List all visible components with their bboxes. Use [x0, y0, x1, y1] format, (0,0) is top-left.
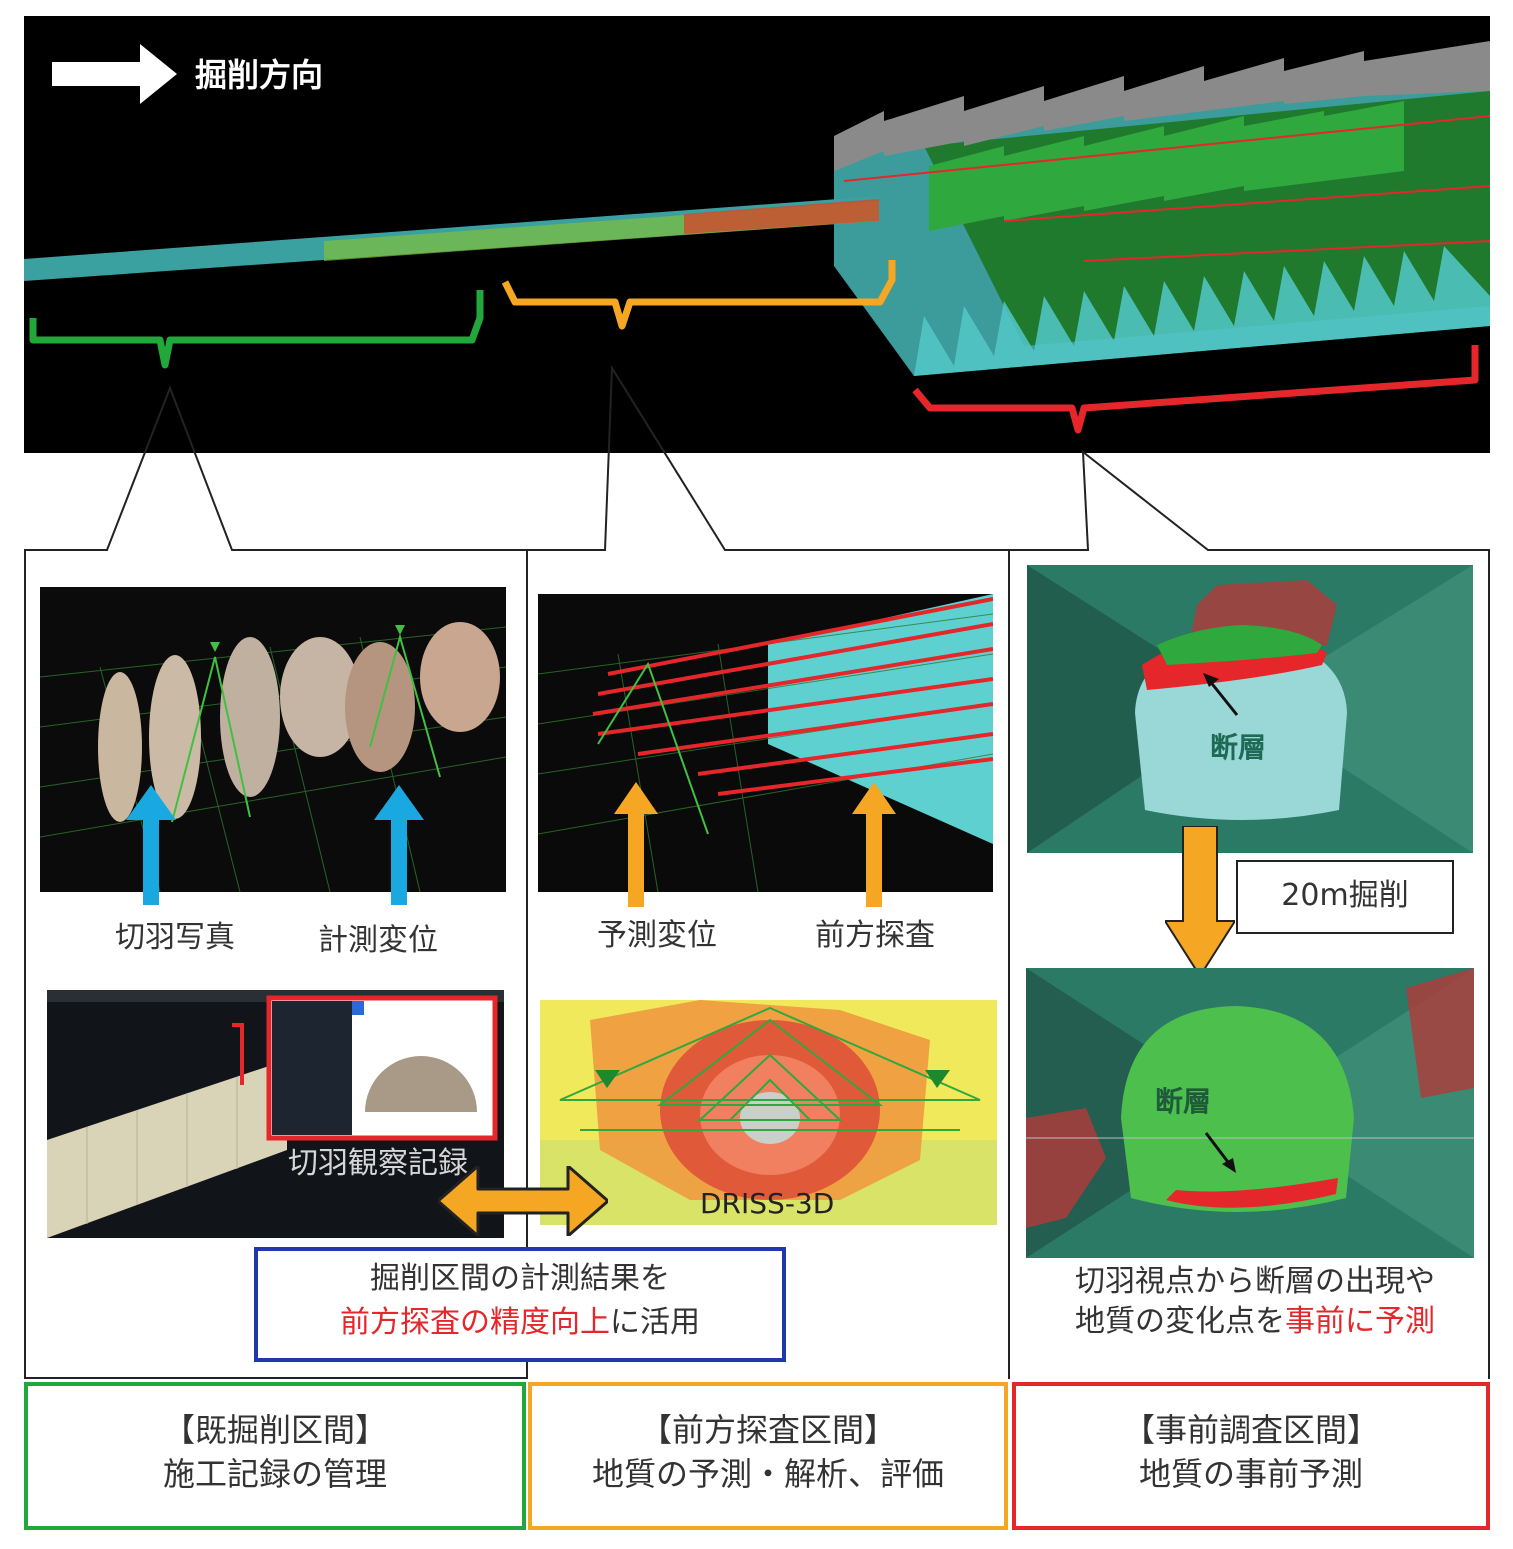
- excavated-section-title: 【既掘削区間】: [162, 1411, 387, 1449]
- right-section-frame: [1008, 549, 1490, 1379]
- fault-view-after-image: [1026, 968, 1474, 1258]
- label-forward-probe: 前方探査: [815, 918, 935, 953]
- right-caption-line-1: 切羽視点から断層の出現や: [1075, 1264, 1435, 1299]
- face-photo-3d-image: [40, 587, 506, 892]
- fault-view-before-image: [1027, 565, 1473, 853]
- excavated-section-box: 【既掘削区間】 施工記録の管理: [24, 1382, 526, 1530]
- middle-section-frame: [526, 549, 1010, 1379]
- driss-3d-image: [540, 1000, 997, 1225]
- left-section-frame: [24, 549, 528, 1379]
- direction-arrow-icon: [52, 44, 182, 104]
- down-arrow-icon: [1165, 826, 1235, 976]
- measurement-utilization-note: 掘削区間の計測結果を 前方探査の精度向上に活用: [254, 1247, 786, 1362]
- orange-bracket: [501, 260, 896, 330]
- right-caption-line-2: 地質の変化点を事前に予測: [1020, 1302, 1490, 1342]
- excavation-20m-label: 20m掘削: [1281, 878, 1409, 913]
- forward-probe-section-subtitle: 地質の予測・解析、評価: [591, 1455, 944, 1493]
- note-line-2-black: に活用: [610, 1305, 700, 1340]
- orange-arrow-icon-1: [614, 782, 658, 907]
- fault-label-bottom: 断層: [1155, 1085, 1212, 1118]
- blue-arrow-icon-1: [126, 785, 176, 905]
- right-caption-line-2-black: 地質の変化点を: [1075, 1304, 1285, 1339]
- callout-lines: [24, 364, 1490, 551]
- pre-survey-section-box: 【事前調査区間】 地質の事前予測: [1012, 1382, 1490, 1530]
- note-line-2-red: 前方探査の精度向上: [340, 1305, 610, 1340]
- note-line-2: 前方探査の精度向上に活用: [258, 1301, 782, 1345]
- right-caption-line-2-red: 事前に予測: [1285, 1304, 1435, 1339]
- excavated-section-subtitle: 施工記録の管理: [162, 1455, 387, 1493]
- label-predicted-displacement: 予測変位: [597, 918, 717, 953]
- label-face-observation-record: 切羽観察記録: [288, 1146, 468, 1181]
- right-caption: 切羽視点から断層の出現や 地質の変化点を事前に予測: [1020, 1262, 1490, 1342]
- label-face-photo: 切羽写真: [115, 920, 235, 955]
- forward-probe-3d-image: [538, 594, 993, 892]
- pre-survey-section-subtitle: 地質の事前予測: [1138, 1455, 1363, 1493]
- fault-label-top: 断層: [1210, 731, 1267, 764]
- excavation-20m-box: 20m掘削: [1236, 860, 1454, 934]
- green-bracket: [29, 290, 484, 369]
- forward-probe-section-title: 【前方探査区間】: [639, 1411, 896, 1449]
- bidirectional-arrow-icon: [438, 1166, 608, 1236]
- note-line-1: 掘削区間の計測結果を: [370, 1261, 670, 1296]
- direction-label: 掘削方向: [195, 56, 324, 94]
- pre-survey-section-title: 【事前調査区間】: [1122, 1411, 1379, 1449]
- section-brackets: [29, 260, 1479, 434]
- forward-probe-section-box: 【前方探査区間】 地質の予測・解析、評価: [528, 1382, 1008, 1530]
- red-bracket: [912, 345, 1479, 434]
- tunnel-overview-image: [24, 16, 1490, 453]
- label-measured-displacement: 計測変位: [318, 923, 438, 958]
- label-driss-3d: DRISS-3D: [700, 1187, 835, 1220]
- orange-arrow-icon-2: [852, 782, 896, 907]
- blue-arrow-icon-2: [374, 785, 424, 905]
- face-record-screen-image: [47, 990, 504, 1238]
